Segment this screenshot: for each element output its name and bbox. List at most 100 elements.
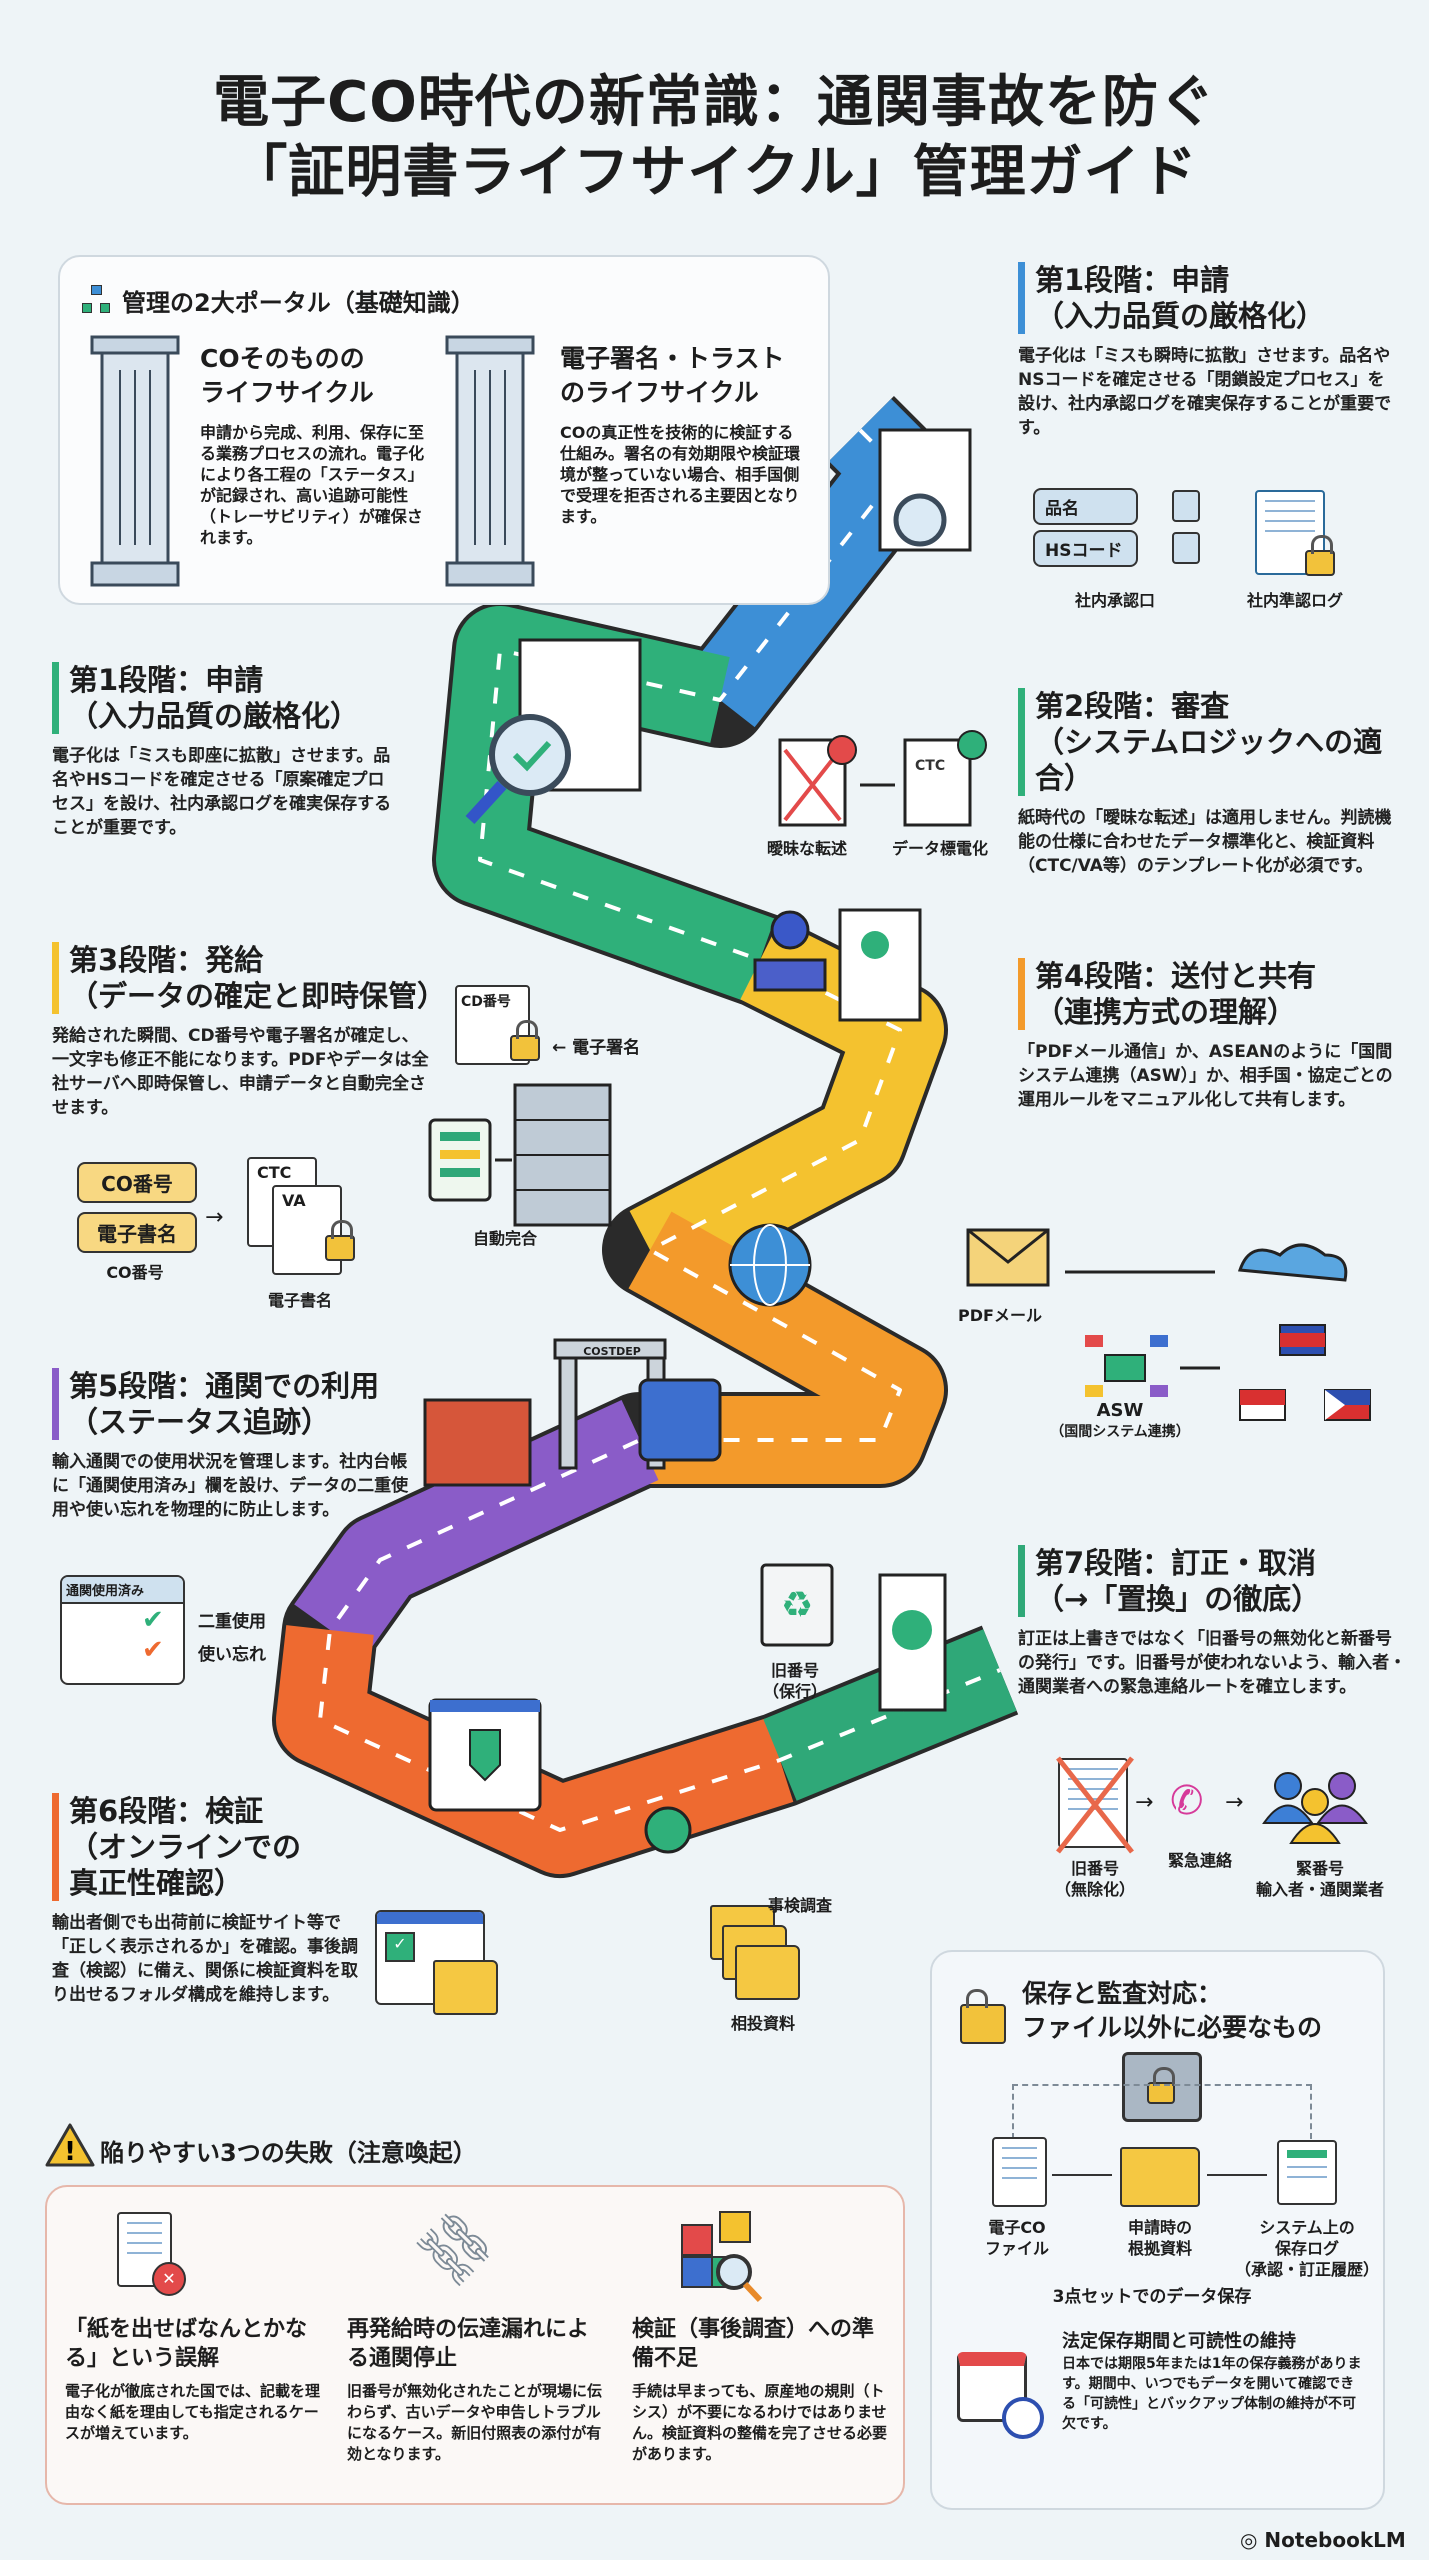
hierarchy-icon: [82, 285, 110, 315]
stage-title: 第7段階：訂正・取消: [1035, 1546, 1317, 1580]
retention-body: 日本では期限5年または1年の保存義務があります。期間中、いつでもデータを開いて確…: [1062, 2356, 1362, 2432]
folder-icon: [1120, 2147, 1200, 2207]
truck-icon: [638, 1378, 722, 1462]
portal-title: COそのものの ライフサイクル: [200, 344, 374, 407]
connector-lines: [1012, 2084, 1312, 2139]
stage-title: 第6段階：検証: [69, 1794, 264, 1828]
icon-label: データ標電化: [891, 839, 988, 858]
folder-icon: [735, 1945, 800, 2000]
recycle-icon: ♻: [781, 1585, 813, 1626]
icon-label: 使い忘れ: [198, 1645, 266, 1665]
stage7-section: 第7段階：訂正・取消（→「置換」の徹底） 訂正は上書きではなく「旧番号の無効化と…: [1018, 1545, 1408, 1699]
pitfall-title: 再発給時の伝達漏れによる通関停止: [347, 2317, 590, 2371]
stage-body: 電子化は「ミスも即座に拡散」させます。品名やHSコードを確定させる「原案確定プロ…: [52, 746, 392, 838]
folder-icon: [433, 1960, 498, 2015]
stage1-right-section: 第1段階：申請（入力品質の厳格化） 電子化は「ミスも瞬時に拡散」させます。品名や…: [1018, 262, 1398, 440]
recycle-doc-icon: [760, 1563, 834, 1647]
stage-subtitle: （入力品質の厳格化）: [1035, 299, 1326, 333]
page-title-line1: 電子CO時代の新常識：通関事故を防ぐ: [213, 70, 1216, 135]
icon-label: 旧番号 （無除化）: [1054, 1859, 1135, 1899]
file-icon: [1172, 532, 1200, 564]
item-name-field: 品名: [1033, 488, 1138, 525]
icon-label: 電子書名: [267, 1291, 332, 1310]
stage-subtitle: （システムロジックへの適合）: [1035, 725, 1383, 795]
puzzle-magnifier-icon: [681, 2211, 763, 2303]
lock-icon: [325, 1220, 355, 1261]
notebooklm-logo-icon: ◎: [1240, 2528, 1265, 2552]
clock-icon: [1002, 2397, 1044, 2439]
notebooklm-watermark: ◎ NotebookLM: [1240, 2528, 1406, 2552]
storage-panel: 保存と監査対応： ファイル以外に必要なもの 電子CO ファイル 申請時の 根拠資…: [930, 1950, 1385, 2510]
stage-subtitle: （ステータス追跡）: [69, 1405, 331, 1439]
storage-item-label: システム上の 保存ログ （承認・訂正履歴）: [1234, 2218, 1379, 2279]
pitfall-item: 再発給時の伝達漏れによる通関停止旧番号が無効化されたことが現場に伝わらず、古いデ…: [347, 2315, 607, 2465]
icon-label: ASW: [1096, 1400, 1144, 1421]
icon-label: 事検調査: [767, 1896, 832, 1915]
stage4-section: 第4段階：送付と共有（連携方式の理解） 「PDFメール通信」か、ASEANのよう…: [1018, 958, 1408, 1112]
icon-label: 自動完合: [472, 1229, 537, 1248]
pillar-icon: [445, 335, 535, 587]
usage-checklist-icon: 通関使用済み ✔ ✔: [60, 1575, 185, 1685]
stamp-icon: [753, 958, 827, 992]
stage-title: 第1段階：申請: [1035, 263, 1230, 297]
retention-title: 法定保存期間と可読性の維持: [1062, 2331, 1296, 2352]
brand-label: NotebookLM: [1264, 2528, 1406, 2552]
broken-chain-icon: ⛓: [403, 2196, 508, 2300]
stage6-section: 第6段階：検証（オンラインでの 真正性確認） 輸出者側でも出荷前に検証サイト等で…: [52, 1793, 364, 2007]
portals-heading: 管理の2大ポータル（基礎知識）: [122, 289, 475, 317]
stage-subtitle: （入力品質の厳格化）: [69, 699, 360, 733]
check-icon: ✔: [142, 1605, 164, 1635]
people-group-icon: [1262, 1772, 1368, 1844]
hs-code-field: HSコード: [1033, 530, 1138, 567]
ctc-doc-tag: CTC: [915, 758, 945, 774]
gate-sign: COSTDEP: [583, 1345, 641, 1358]
stage-body: 訂正は上書きではなく「旧番号の無効化と新番号の発行」です。旧番号が使われないよう…: [1018, 1629, 1407, 1697]
va-doc-icon: VA: [272, 1185, 342, 1275]
stage-subtitle: （連携方式の理解）: [1035, 995, 1297, 1029]
e-co-file-icon: [992, 2137, 1047, 2207]
certificate-doc-icon: [838, 908, 922, 1022]
lock-icon: [1305, 535, 1335, 576]
verification-site-icon: ✓: [375, 1910, 485, 2005]
pitfall-body: 手続は早まっても、原産地の規則（トシス）が不要になるわけではありません。検証資料…: [632, 2382, 888, 2463]
pitfall-title: 「紙を出せばなんとかなる」という誤解: [65, 2317, 308, 2371]
pitfall-title: 検証（事後調査）への準備不足: [632, 2317, 875, 2371]
shipping-container-icon: [423, 1398, 532, 1487]
standardized-doc-icon: [903, 738, 972, 827]
icon-label: 旧番号 （保行）: [762, 1661, 827, 1701]
stage-body: 紙時代の「曖昧な転述」は適用しません。判読機能の仕様に合わせたデータ標準化と、検…: [1018, 808, 1392, 876]
icon-label: PDFメール: [958, 1306, 1042, 1325]
portal-body: COの真正性を技術的に検証する仕組み。署名の有効期限や検証環境が整っていない場合…: [560, 423, 801, 526]
stage5-section: 第5段階：通関での利用（ステータス追跡） 輸入通関での使用状況を管理します。社内…: [52, 1368, 422, 1522]
magnifier-icon: [489, 714, 571, 796]
checklist-header: 通関使用済み: [62, 1577, 183, 1604]
stage3-section: 第3段階：発給（データの確定と即時保管） 発給された瞬間、CD番号や電子署名が確…: [52, 942, 447, 1120]
road-segment-red-orange: [276, 1625, 794, 1874]
phone-icon: ✆: [1170, 1778, 1204, 1824]
icon-label: CO番号: [106, 1263, 164, 1282]
storage-item-label: 電子CO ファイル: [984, 2218, 1049, 2258]
icon-label: 曖昧な転述: [766, 839, 847, 858]
pitfall-item: 「紙を出せばなんとかなる」という誤解電子化が徹底された国では、記載を理由なく紙を…: [65, 2315, 325, 2444]
lock-icon: [510, 1020, 540, 1061]
stage2-section: 第2段階：審査（システムロジックへの適合） 紙時代の「曖昧な転述」は適用しません…: [1018, 688, 1408, 878]
pitfall-body: 電子化が徹底された国では、記載を理由なく紙を理由しても指定されるケースが増えてい…: [65, 2382, 321, 2442]
stage-title: 第2段階：審査: [1035, 689, 1230, 723]
icon-label: 二重使用: [198, 1612, 266, 1632]
stage-subtitle: （データの確定と即時保管）: [69, 979, 447, 1013]
file-icon: [1172, 490, 1200, 522]
icon-label: 社内準認ログ: [1246, 591, 1343, 610]
connector-line: [1052, 2174, 1112, 2176]
arrow-icon: →: [1225, 1790, 1244, 1815]
icon-label: 緊番号 輸入者・通関業者: [1255, 1859, 1384, 1899]
e-signature-label: ← 電子署名: [552, 1038, 641, 1058]
stage-subtitle: （オンラインでの 真正性確認）: [69, 1830, 302, 1900]
pitfall-body: 旧番号が無効化されたことが現場に伝わらず、古いデータや申告しトラブルになるケース…: [347, 2382, 603, 2463]
arrow-icon: →: [1135, 1790, 1154, 1815]
co-number-tag: CO番号: [77, 1162, 197, 1203]
cloud-icon: [1237, 1243, 1348, 1282]
stage-body: 電子化は「ミスも瞬時に拡散」させます。品名やNSコードを確定させる「閉鎖設定プロ…: [1018, 346, 1392, 438]
error-icon: ✕: [152, 2262, 186, 2296]
stage-title: 第1段階：申請: [69, 663, 264, 697]
